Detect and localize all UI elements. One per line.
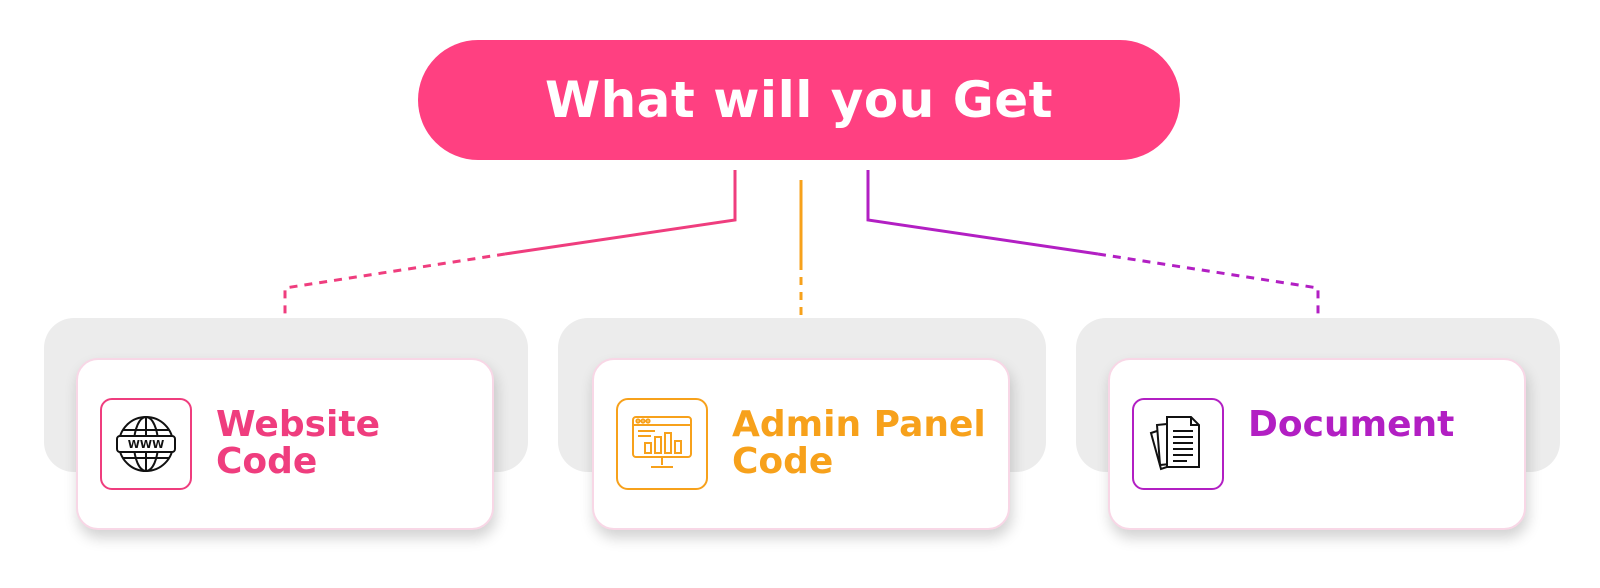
card-title-line1: Website (216, 404, 381, 445)
globe-www-icon: WWW (116, 416, 176, 472)
card-title-line1: Document (1248, 404, 1455, 445)
dashboard-monitor-icon-box (616, 398, 708, 490)
svg-text:WWW: WWW (128, 438, 164, 451)
connector-website (504, 170, 737, 256)
dashboard-monitor-icon (632, 416, 692, 468)
card-label-website: Website Code (216, 406, 380, 480)
card-title-line2: Code (216, 441, 318, 482)
card-admin-panel-code: Admin Panel Code (592, 358, 1010, 530)
documents-stack-icon (1149, 416, 1200, 471)
card-label-admin: Admin Panel Code (732, 406, 986, 480)
card-label-document: Document (1248, 406, 1454, 443)
globe-www-icon-box: WWW (100, 398, 192, 490)
documents-stack-icon-box (1132, 398, 1224, 490)
page-title: What will you Get (544, 71, 1054, 129)
connector-document (866, 170, 1099, 256)
card-document: Document (1108, 358, 1526, 530)
card-title-line1: Admin Panel (732, 404, 986, 445)
card-title-line2: Code (732, 441, 834, 482)
card-website-code: WWW Website Code (76, 358, 494, 530)
title-banner: What will you Get (418, 40, 1180, 160)
